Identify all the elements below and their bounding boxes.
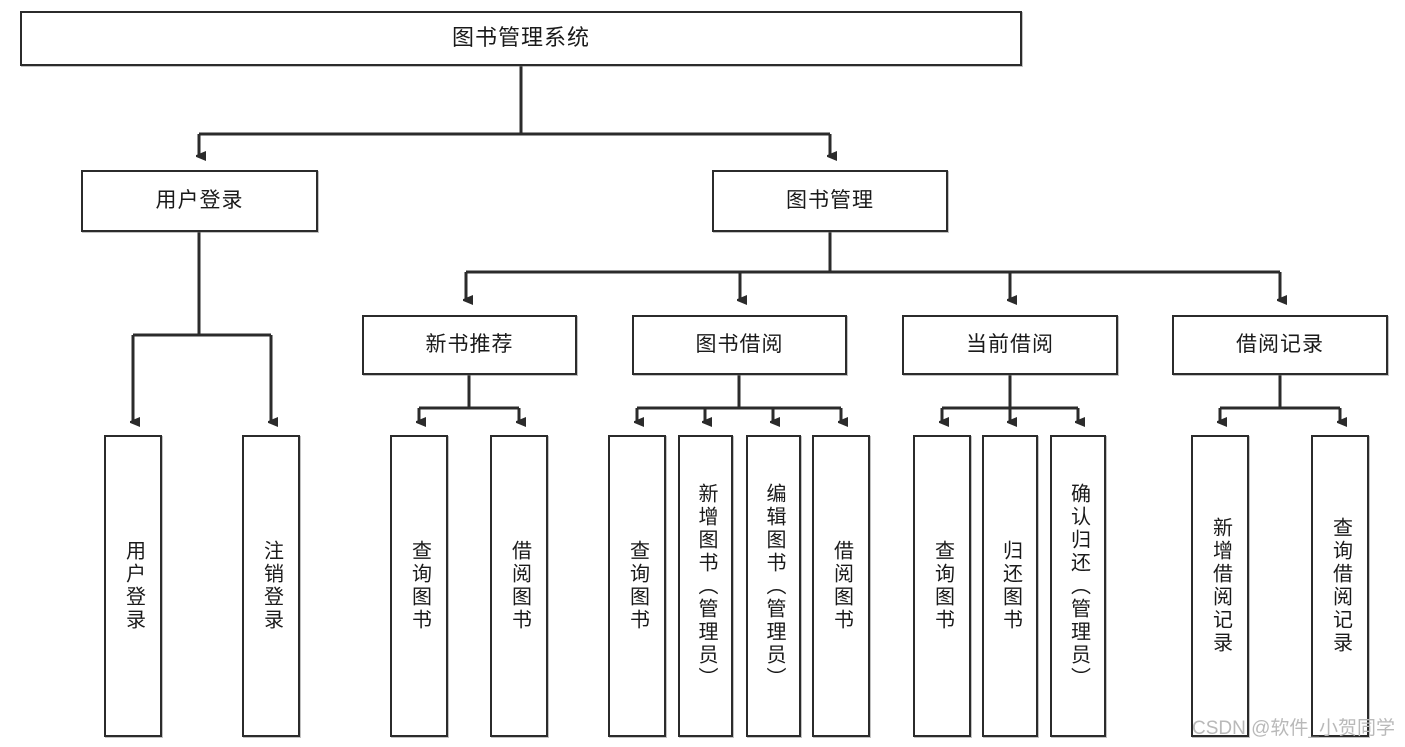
leaf-borrow-book-recommend[interactable]: 借阅图书 — [490, 435, 548, 737]
node-book-management[interactable]: 图书管理 — [712, 170, 948, 232]
node-label: 新书推荐 — [425, 333, 514, 357]
node-root-book-management-system[interactable]: 图书管理系统 — [20, 11, 1022, 66]
leaf-return-book[interactable]: 归还图书 — [982, 435, 1038, 737]
node-user-login[interactable]: 用户登录 — [81, 170, 318, 232]
leaf-query-borrow-record[interactable]: 查询借阅记录 — [1311, 435, 1369, 737]
node-label: 注销登录 — [260, 540, 283, 632]
node-book-borrow[interactable]: 图书借阅 — [632, 315, 847, 375]
leaf-borrow-book[interactable]: 借阅图书 — [812, 435, 870, 737]
node-label: 新增图书（管理员） — [695, 482, 717, 690]
leaf-user-login[interactable]: 用户登录 — [104, 435, 162, 737]
node-label: 归还图书 — [999, 540, 1022, 632]
leaf-query-book-current[interactable]: 查询图书 — [913, 435, 971, 737]
leaf-add-borrow-record[interactable]: 新增借阅记录 — [1191, 435, 1249, 737]
leaf-add-book-admin[interactable]: 新增图书（管理员） — [678, 435, 733, 737]
leaf-query-book-borrow[interactable]: 查询图书 — [608, 435, 666, 737]
node-label: 借阅图书 — [508, 540, 531, 632]
leaf-edit-book-admin[interactable]: 编辑图书（管理员） — [746, 435, 801, 737]
node-label: 新增借阅记录 — [1209, 517, 1232, 655]
node-label: 确认归还（管理员） — [1067, 482, 1090, 690]
node-borrow-record[interactable]: 借阅记录 — [1172, 315, 1388, 375]
leaf-query-book-recommend[interactable]: 查询图书 — [390, 435, 448, 737]
node-label: 用户登录 — [155, 189, 244, 213]
node-label: 查询图书 — [408, 540, 431, 632]
node-current-borrow[interactable]: 当前借阅 — [902, 315, 1118, 375]
node-label: 图书管理系统 — [451, 25, 590, 51]
leaf-logout-login[interactable]: 注销登录 — [242, 435, 300, 737]
node-label: 查询借阅记录 — [1329, 517, 1352, 655]
node-label: 借阅图书 — [830, 540, 853, 632]
node-label: 借阅记录 — [1236, 333, 1324, 357]
node-label: 图书管理 — [786, 189, 874, 213]
node-new-book-recommend[interactable]: 新书推荐 — [362, 315, 577, 375]
csdn-watermark: CSDN @软件_小贺同学 — [1192, 718, 1395, 739]
node-label: 用户登录 — [122, 540, 145, 632]
leaf-confirm-return-admin[interactable]: 确认归还（管理员） — [1050, 435, 1106, 737]
node-label: 编辑图书（管理员） — [763, 482, 785, 690]
node-label: 当前借阅 — [966, 333, 1054, 357]
node-label: 图书借阅 — [695, 333, 784, 357]
node-label: 查询图书 — [931, 540, 954, 632]
node-label: 查询图书 — [626, 540, 649, 632]
